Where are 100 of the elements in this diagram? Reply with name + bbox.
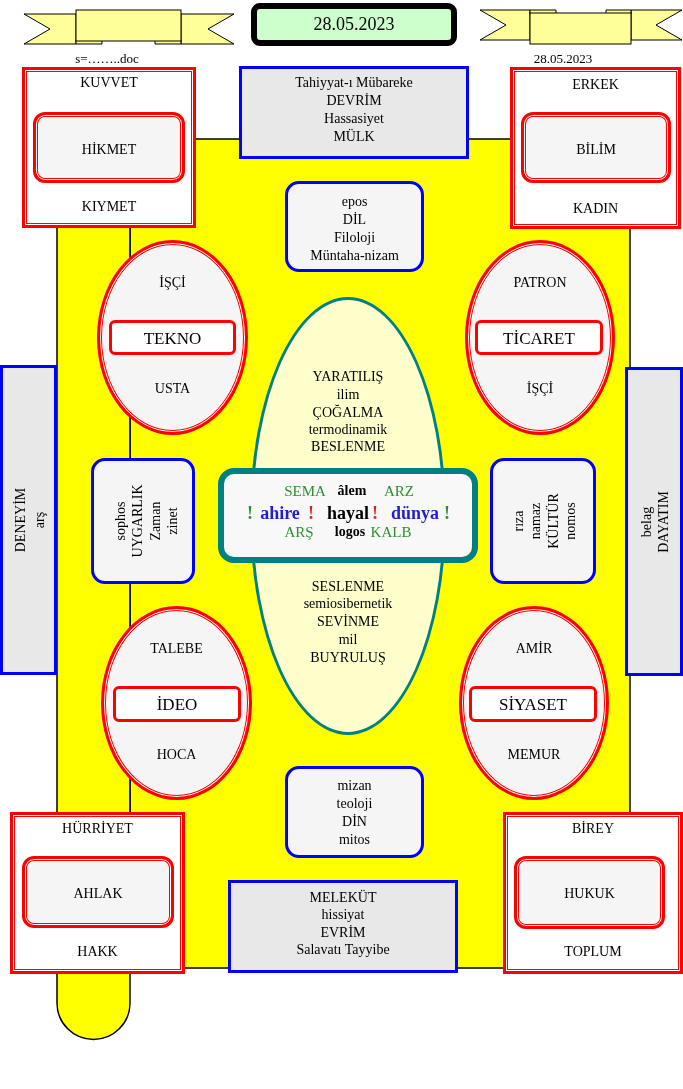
- term-label: Müntaha-nizam: [310, 247, 399, 263]
- center-box: [218, 468, 478, 563]
- term-label: mizan: [337, 777, 372, 793]
- date-text: 28.05.2023: [313, 14, 395, 34]
- term-label: BİLİM: [576, 141, 616, 157]
- rounded-box: [285, 766, 424, 858]
- term-label: İŞÇİ: [526, 380, 554, 396]
- term-label: namaz: [527, 502, 543, 540]
- term-label: HÜRRİYET: [62, 820, 133, 836]
- side-panel: [625, 367, 683, 676]
- term-label: HUKUK: [564, 885, 615, 901]
- term-label: MÜLK: [333, 128, 375, 144]
- term-label: BESLENME: [311, 438, 385, 454]
- framed-panel: [10, 812, 185, 974]
- term-label: zinet: [164, 507, 180, 535]
- info-box: [239, 66, 469, 159]
- term-label: teoloji: [336, 795, 373, 811]
- term-label: İDEO: [156, 694, 198, 714]
- term-label: UYGARLIK: [129, 484, 145, 558]
- exclamation-mark: !: [247, 503, 253, 523]
- term-label: HAKK: [77, 943, 118, 959]
- tag-box: [469, 686, 597, 722]
- term-label: USTA: [154, 380, 191, 396]
- term-label: SEVİNME: [316, 613, 380, 629]
- term-label: Zaman: [147, 501, 163, 541]
- term-label: sophos: [112, 501, 128, 541]
- exclamation-mark: !: [444, 503, 450, 523]
- term-label: AHLAK: [73, 885, 123, 901]
- term-label: dünya: [391, 503, 439, 523]
- term-label: AMİR: [515, 640, 553, 656]
- term-label: BİREY: [572, 820, 614, 836]
- term-label: logos: [334, 524, 366, 540]
- term-label: epos: [341, 193, 368, 209]
- exclamation-mark: !: [308, 503, 314, 523]
- term-label: İŞÇİ: [159, 274, 186, 290]
- rounded-box: [22, 856, 174, 928]
- term-label: Filoloji: [333, 229, 376, 245]
- term-label: KÜLTÜR: [545, 493, 561, 549]
- term-label: ÇOĞALMA: [312, 404, 384, 420]
- term-label: DAYATIM: [655, 491, 671, 553]
- rounded-box: [285, 181, 424, 272]
- tag-box: [475, 320, 603, 355]
- term-label: SEMA: [284, 482, 326, 500]
- info-box: [228, 880, 458, 973]
- term-label: hayal: [327, 503, 369, 523]
- tag-box: [109, 320, 236, 355]
- term-label: HOCA: [156, 746, 197, 762]
- term-label: SİYASET: [499, 694, 567, 714]
- term-label: nomos: [562, 502, 578, 540]
- term-label: rıza: [510, 510, 526, 532]
- date-box: [251, 3, 457, 46]
- term-label: ARZ: [384, 482, 414, 500]
- term-label: ahire: [260, 503, 300, 523]
- term-label: ERKEK: [572, 76, 619, 92]
- term-label: arş: [31, 511, 47, 529]
- term-label: DİL: [342, 211, 367, 227]
- term-label: KIYMET: [81, 198, 137, 214]
- term-label: DİN: [342, 813, 367, 829]
- term-label: DEVRİM: [326, 92, 382, 108]
- term-label: TALEBE: [150, 640, 203, 656]
- side-panel: [0, 365, 57, 675]
- rounded-box: [521, 112, 671, 183]
- term-label: BUYRULUŞ: [310, 649, 386, 665]
- term-label: ARŞ: [284, 523, 314, 541]
- term-label: hissiyat: [321, 906, 365, 922]
- term-label: âlem: [337, 483, 367, 499]
- term-label: TİCARET: [503, 328, 575, 348]
- tag-box: [113, 686, 241, 722]
- term-label: ilim: [336, 386, 360, 402]
- term-label: DENEYİM: [12, 487, 28, 553]
- term-label: KALB: [370, 523, 412, 541]
- term-label: EVRİM: [320, 924, 366, 940]
- rounded-box: [514, 856, 665, 929]
- term-label: MEMUR: [507, 746, 561, 762]
- term-label: PATRON: [513, 274, 567, 290]
- date-text: 28.05.2023: [533, 52, 593, 66]
- term-label: YARATILIŞ: [312, 368, 384, 384]
- term-label: mitos: [338, 831, 371, 847]
- term-label: TOPLUM: [564, 943, 622, 959]
- framed-panel: [510, 67, 681, 229]
- term-label: Hassasiyet: [324, 110, 384, 126]
- framed-panel: [22, 67, 196, 228]
- term-label: MELEKÜT: [309, 889, 377, 905]
- term-label: KADIN: [572, 200, 619, 216]
- term-label: mil: [338, 631, 358, 647]
- rounded-box: [91, 458, 195, 584]
- term-label: KUVVET: [80, 74, 138, 90]
- term-label: HİKMET: [81, 141, 137, 157]
- term-label: Salavatı Tayyibe: [296, 941, 390, 957]
- term-label: SESLENME: [311, 578, 385, 594]
- term-label: termodinamik: [308, 421, 388, 437]
- framed-panel: [503, 812, 683, 974]
- rounded-box: [33, 112, 185, 183]
- term-label: TEKNO: [143, 328, 202, 348]
- term-label: belag: [638, 506, 654, 538]
- file-name-text: s=……..doc: [75, 52, 139, 66]
- term-label: Tahiyyat-ı Mübareke: [295, 74, 413, 90]
- rounded-box: [490, 458, 596, 584]
- term-label: semiosibernetik: [303, 595, 393, 611]
- exclamation-mark: !: [372, 503, 378, 523]
